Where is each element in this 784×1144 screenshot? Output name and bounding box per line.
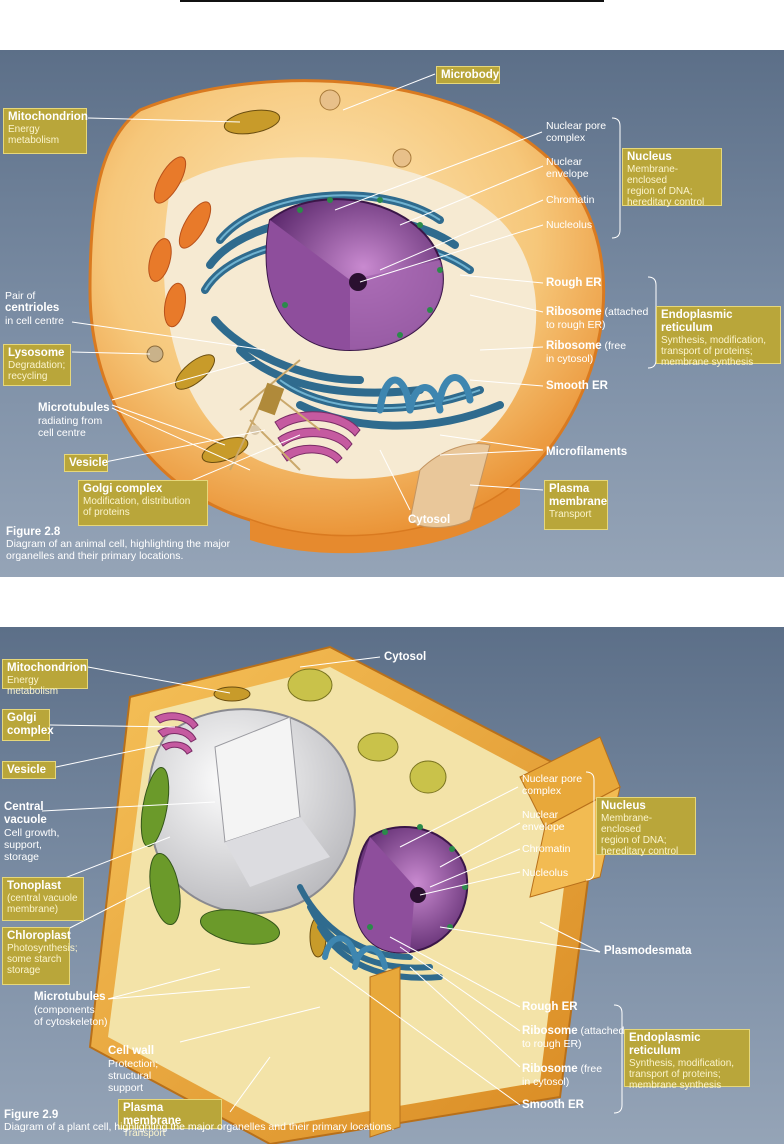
microfilaments-label: Microfilaments [546, 446, 628, 458]
plant-mitochondrion-label: Mitochondrion Energy metabolism [2, 659, 88, 697]
cytosol-label: Cytosol [408, 514, 451, 526]
figure-2-8-caption: Figure 2.8 Diagram of an animal cell, hi… [6, 526, 231, 562]
plant-nucleus-label: Nucleus Membrane-enclosed region of DNA;… [596, 797, 696, 857]
rough-er-label: Rough ER [546, 277, 602, 289]
top-rule [180, 0, 604, 2]
plant-vesicle-label: Vesicle [2, 761, 56, 779]
plant-chloroplasts [140, 767, 280, 945]
animal-nucleus-bracket [611, 117, 621, 239]
plant-cytosol-label: Cytosol [384, 651, 427, 663]
cell-wall-label: Cell wall Protection; structural support [108, 1045, 159, 1094]
ribosome-free-label: Ribosome (free in cytosol) [546, 340, 627, 365]
nucleolus-label: Nucleolus [546, 219, 593, 231]
plasmodesmata-label: Plasmodesmata [604, 945, 692, 957]
mitochondrion-label: Mitochondrion Energy metabolism [3, 108, 88, 154]
chromatin-label: Chromatin [546, 194, 595, 206]
plant-plasma-membrane-label: Plasma membrane Transport [118, 1099, 222, 1139]
tonoplast-label: Tonoplast (central vacuole membrane) [2, 877, 84, 921]
plant-ribosome-free-label: Ribosome (free in cytosol) [522, 1063, 603, 1088]
central-vacuole-label: Central vacuole Cell growth, support, st… [4, 801, 60, 863]
microbody-label: Microbody [436, 66, 500, 84]
nucleus-label: Nucleus Membrane-enclosed region of DNA;… [622, 148, 722, 208]
plant-cell-illustration [41, 645, 623, 1144]
animal-golgi [274, 411, 361, 464]
plasma-membrane-label: Plasma membrane Transport [544, 480, 608, 530]
microtubules-label: Microtubules radiating from cell centre [38, 402, 110, 439]
plant-er-label: Endoplasmic reticulum Synthesis, modific… [624, 1029, 750, 1091]
plant-smooth-er-label: Smooth ER [522, 1099, 584, 1111]
animal-er-bracket [647, 276, 657, 369]
plant-nucleus-bracket [585, 771, 595, 881]
lysosome-label: Lysosome Degradation; recycling [3, 344, 71, 386]
plant-chromatin-label: Chromatin [522, 843, 571, 855]
smooth-er-label: Smooth ER [546, 380, 608, 392]
vesicle-label: Vesicle [64, 454, 108, 472]
plant-microtubules-label: Microtubules (components of cytoskeleton… [34, 991, 108, 1028]
animal-cell-figure: Microbody Mitochondrion Energy metabolis… [0, 50, 784, 577]
plant-ribosome-attached-label: Ribosome (attached to rough ER) [522, 1025, 625, 1050]
centrioles-label: Pair of centrioles in cell centre [5, 290, 64, 327]
er-label: Endoplasmic reticulum Synthesis, modific… [656, 306, 781, 368]
plant-cell-figure: Cytosol Mitochondrion Energy metabolism … [0, 627, 784, 1144]
plant-nucleolus-label: Nucleolus [522, 867, 569, 879]
plant-golgi-label: Golgi complex [2, 709, 54, 741]
golgi-label: Golgi complex Modification, distribution… [78, 480, 208, 526]
plant-er-bracket [613, 1004, 623, 1114]
chloroplast-label: Chloroplast Photosynthesis; some starch … [2, 927, 78, 985]
plant-rough-er-label: Rough ER [522, 1001, 578, 1013]
figure-2-9-caption: Figure 2.9 Diagram of a plant cell, high… [4, 1109, 395, 1133]
ribosome-attached-label: Ribosome (attached to rough ER) [546, 306, 649, 331]
animal-mitochondria [175, 109, 281, 463]
animal-cell-illustration [71, 73, 657, 554]
